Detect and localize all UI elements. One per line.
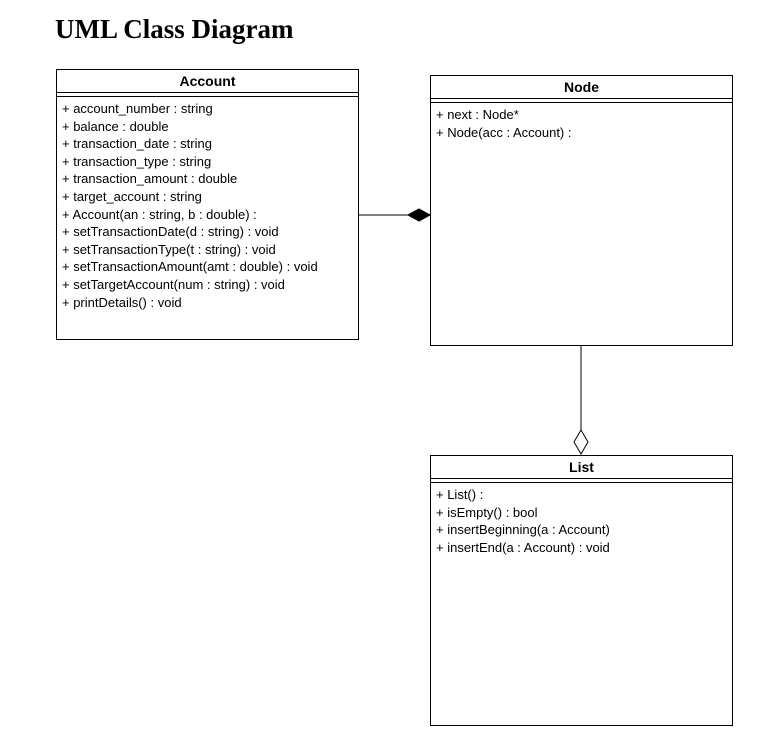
class-name: List xyxy=(431,456,732,479)
member: + next : Node* xyxy=(436,107,519,122)
member: + setTransactionAmount(amt : double) : v… xyxy=(62,259,318,275)
member: + Account(an : string, b : double) : xyxy=(62,206,257,222)
member: + printDetails() : void xyxy=(62,294,182,310)
class-account[interactable]: Account + account_number : string + bala… xyxy=(56,69,359,340)
member: + insertBeginning(a : Account) xyxy=(436,522,610,538)
member: + setTargetAccount(num : string) : void xyxy=(62,276,285,292)
attributes-compartment xyxy=(431,479,732,483)
member: + account_number : string xyxy=(62,101,213,116)
members-compartment: + account_number : string + balance : do… xyxy=(57,97,358,311)
member: + transaction_date : string xyxy=(62,136,212,152)
diagram-title: UML Class Diagram xyxy=(55,14,294,44)
class-list[interactable]: List + List() : + isEmpty() : bool + ins… xyxy=(430,455,733,726)
attributes-compartment xyxy=(57,93,358,97)
aggregation-diamond-icon xyxy=(573,429,589,455)
members-compartment: + List() : + isEmpty() : bool + insertBe… xyxy=(431,483,732,556)
member: + insertEnd(a : Account) : void xyxy=(436,539,610,555)
member: + balance : double xyxy=(62,118,169,134)
member: + setTransactionDate(d : string) : void xyxy=(62,224,279,240)
member: + List() : xyxy=(436,487,484,502)
members-compartment: + next : Node* + Node(acc : Account) : xyxy=(431,103,732,141)
member: + Node(acc : Account) : xyxy=(436,124,572,140)
composition-diamond-icon xyxy=(406,208,432,222)
member: + isEmpty() : bool xyxy=(436,504,538,520)
composition-edge[interactable] xyxy=(359,208,432,222)
member: + target_account : string xyxy=(62,188,202,204)
class-name: Node xyxy=(431,76,732,99)
attributes-compartment xyxy=(431,99,732,103)
member: + transaction_amount : double xyxy=(62,171,238,187)
class-node[interactable]: Node + next : Node* + Node(acc : Account… xyxy=(430,75,733,346)
member: + transaction_type : string xyxy=(62,153,212,169)
aggregation-edge[interactable] xyxy=(573,346,589,455)
member: + setTransactionType(t : string) : void xyxy=(62,241,276,257)
class-name: Account xyxy=(57,70,358,93)
